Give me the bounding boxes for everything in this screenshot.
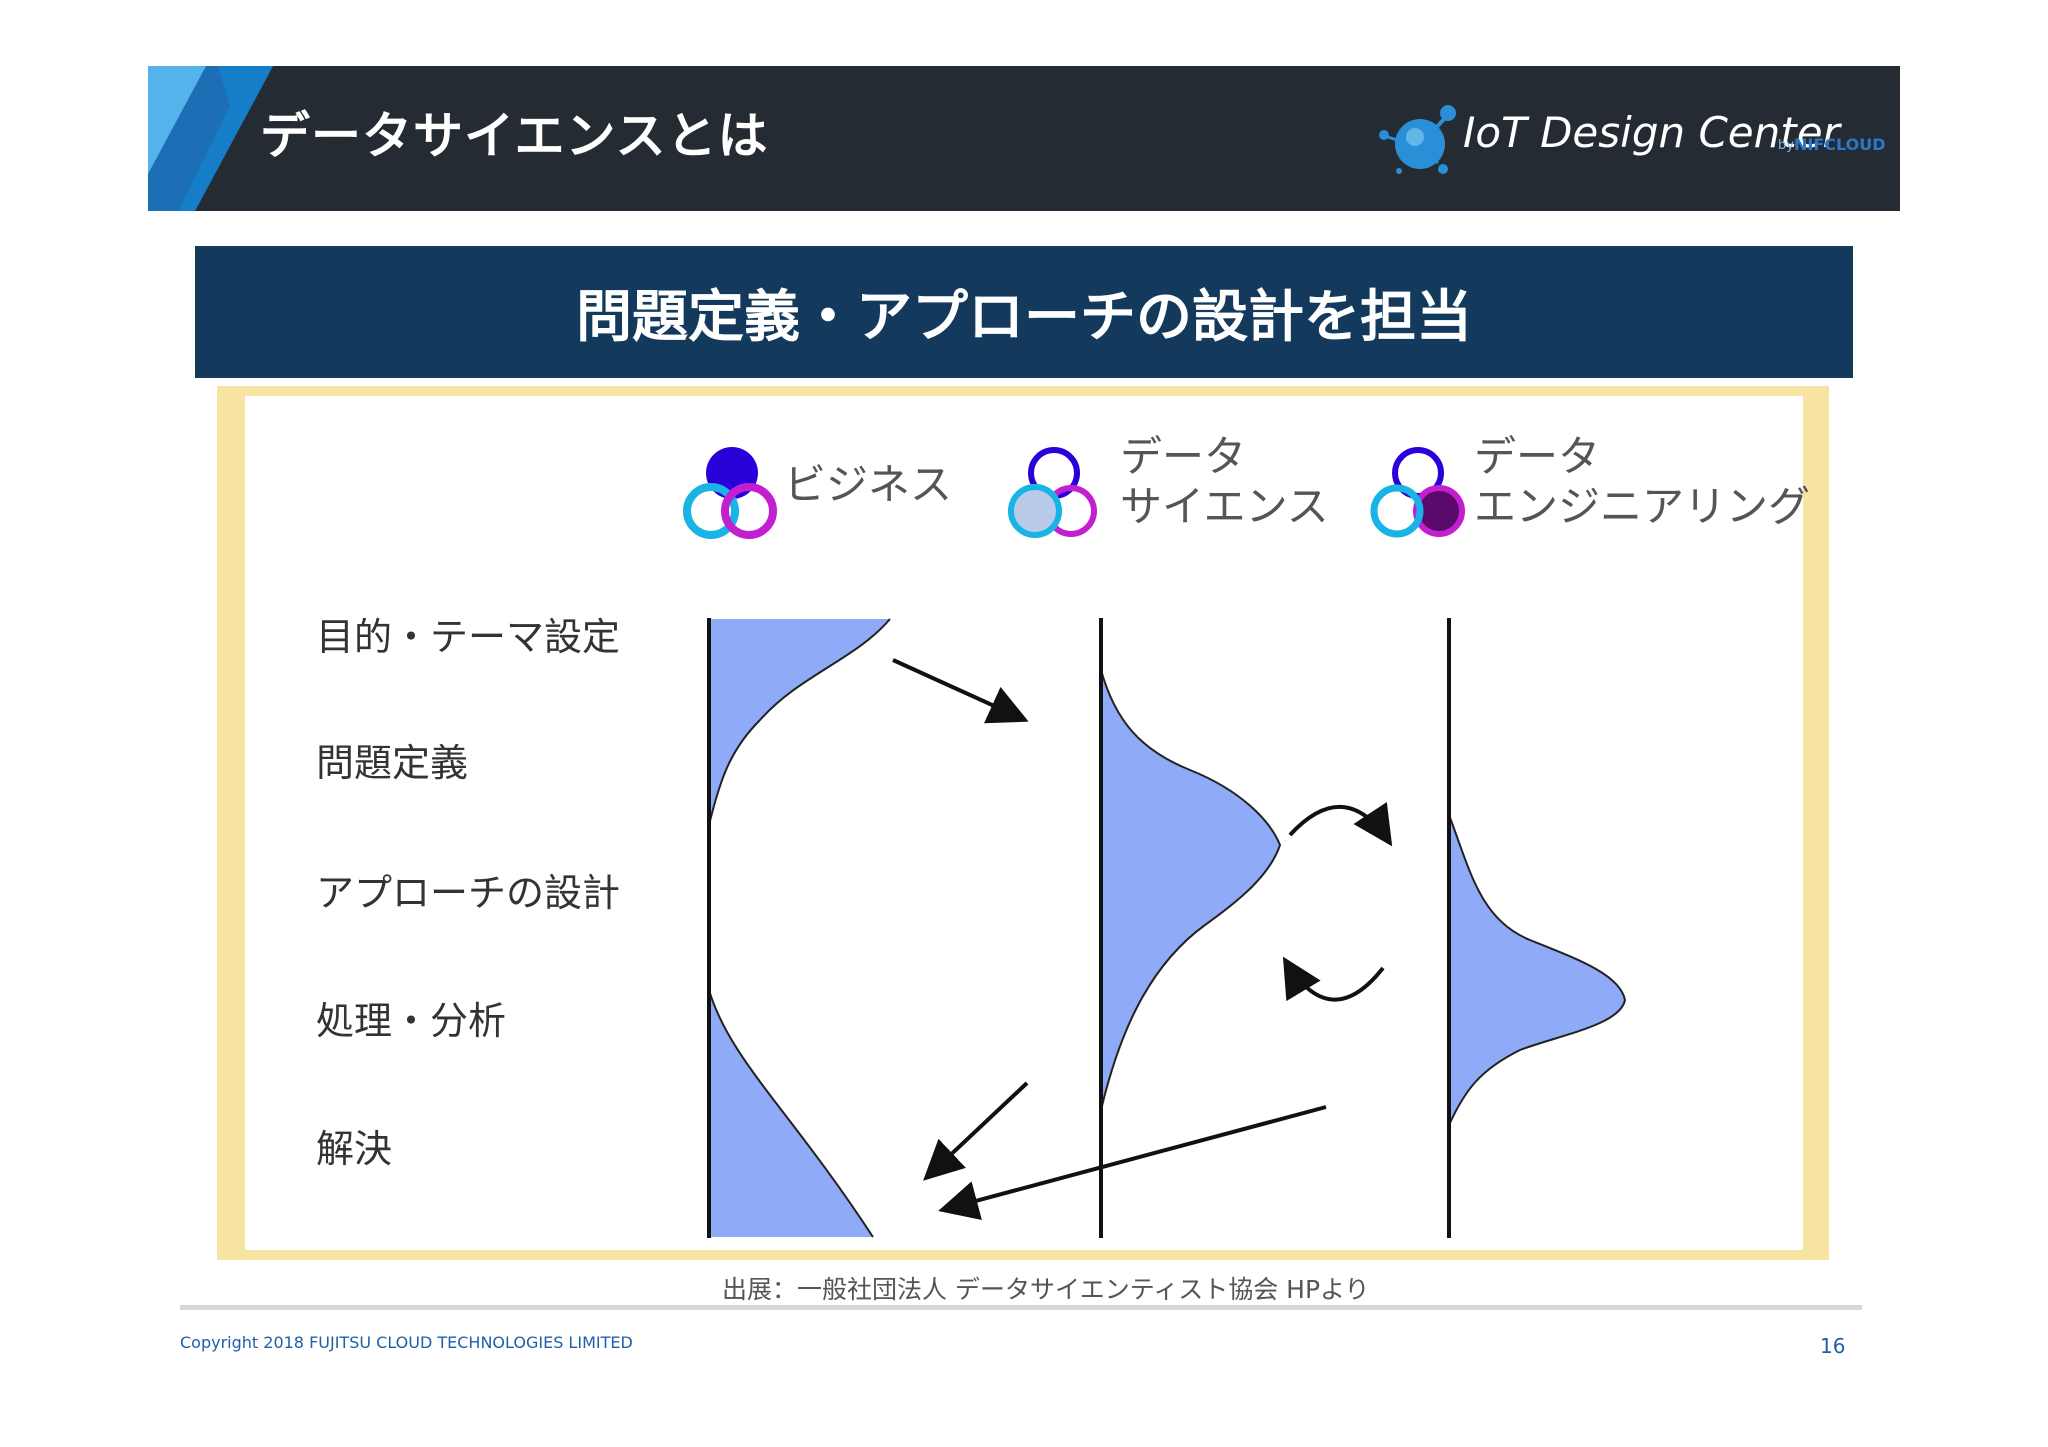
logo-brand: NIFCLOUD xyxy=(1794,135,1886,154)
legend-label-data-science-2: サイエンス xyxy=(1120,482,1329,531)
source-note: 出展：一般社団法人 データサイエンティスト協会 HPより xyxy=(722,1275,1370,1304)
iot-design-center-logo: IoT Design Center by NIFCLOUD xyxy=(1375,96,1886,186)
flow-arrow-science-to-engineering xyxy=(1288,801,1393,847)
footer-divider xyxy=(180,1305,1862,1310)
diagram-panel xyxy=(245,396,1803,1250)
row-label-approach-design: アプローチの設計 xyxy=(316,871,621,915)
copyright-text: Copyright 2018 FUJITSU CLOUD TECHNOLOGIE… xyxy=(180,1333,633,1352)
row-label-problem-definition: 問題定義 xyxy=(316,741,469,785)
legend-label-data-engineering-2: エンジニアリング xyxy=(1474,482,1811,531)
header-accent-stripes xyxy=(148,66,273,211)
legend-label-business: ビジネス xyxy=(784,460,953,509)
data-engineering-venn-icon xyxy=(1370,447,1465,538)
header-title: データサイエンスとは xyxy=(260,107,769,165)
row-label-processing-analysis: 処理・分析 xyxy=(316,999,507,1043)
row-label-solution: 解決 xyxy=(316,1127,393,1171)
flow-arrow-engineering-to-solution xyxy=(938,1105,1327,1220)
data-science-distribution xyxy=(1100,669,1282,1111)
flow-arrow-science-to-solution xyxy=(923,1081,1029,1181)
flow-arrow-business-to-science xyxy=(892,658,1029,724)
row-label-purpose: 目的・テーマ設定 xyxy=(316,615,621,659)
logo-globe-icon xyxy=(1379,105,1456,174)
banner-title: 問題定義・アプローチの設計を担当 xyxy=(576,284,1472,350)
page-number: 16 xyxy=(1820,1334,1846,1358)
business-distribution-top xyxy=(709,619,890,825)
business-venn-icon xyxy=(683,447,777,539)
legend-label-data-science-1: データ xyxy=(1120,432,1247,481)
legend-label-data-engineering-1: データ xyxy=(1474,432,1601,481)
flow-arrow-engineering-to-science xyxy=(1282,956,1385,1002)
business-distribution-bottom xyxy=(709,990,873,1237)
data-engineering-distribution xyxy=(1448,814,1627,1126)
data-science-venn-icon xyxy=(1008,447,1097,538)
section-banner: 問題定義・アプローチの設計を担当 xyxy=(195,246,1853,378)
logo-by: by xyxy=(1778,138,1794,153)
logo-text: IoT Design Center xyxy=(1463,108,1840,157)
header-bar: データサイエンスとは IoT Design Center by NIFCLOUD xyxy=(148,66,1900,211)
